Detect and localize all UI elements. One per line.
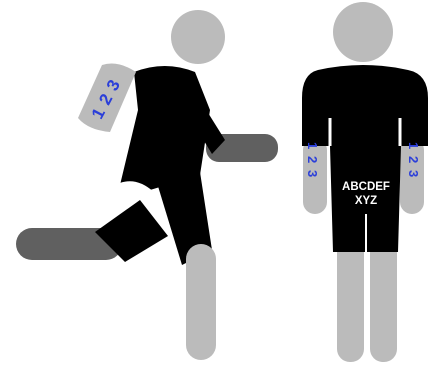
running-front-leg xyxy=(150,160,216,360)
shirt-label-line1: ABCDEF xyxy=(342,181,390,193)
running-figure: 1 2 3 xyxy=(16,10,278,360)
running-head xyxy=(171,10,225,64)
right-arm-number: 2 xyxy=(406,156,421,163)
running-back-leg xyxy=(16,200,168,262)
shirt-label-line2: XYZ xyxy=(355,195,377,207)
running-torso xyxy=(120,66,210,190)
left-arm-number: 1 xyxy=(305,142,320,149)
standing-figure: ABCDEF XYZ 1 2 3 1 2 3 xyxy=(302,2,428,362)
right-arm-number: 1 xyxy=(406,142,421,149)
left-arm-number: 2 xyxy=(305,156,320,163)
standing-left-leg xyxy=(337,240,364,362)
left-arm-number: 3 xyxy=(305,170,320,177)
standing-right-leg xyxy=(370,240,397,362)
right-arm-number: 3 xyxy=(406,170,421,177)
standing-head xyxy=(333,2,393,62)
running-near-arm: 1 2 3 xyxy=(78,64,136,132)
